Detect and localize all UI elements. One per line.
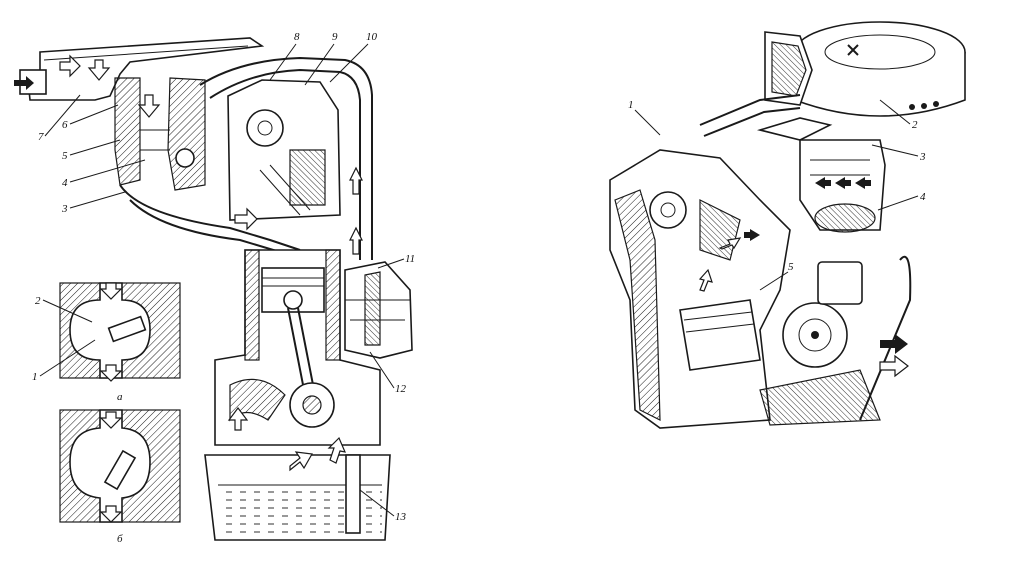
inset-label-b: б xyxy=(117,533,123,545)
label-3: 3 xyxy=(61,203,68,215)
label-8: 8 xyxy=(294,31,300,43)
dipstick-right xyxy=(859,255,912,421)
intake-arrow-icon xyxy=(14,76,34,90)
label-11: 11 xyxy=(405,253,415,265)
label-4: 4 xyxy=(62,177,68,189)
solid-arrow-icon xyxy=(880,334,908,354)
intake-manifold xyxy=(119,184,301,251)
label-r5: 5 xyxy=(788,261,794,273)
piston-right xyxy=(679,299,761,371)
label-r2: 2 xyxy=(912,119,918,131)
connecting-rod xyxy=(287,307,316,396)
right-part-labels: 1 2 3 4 5 xyxy=(628,99,926,291)
carburetor-body xyxy=(114,77,141,186)
flow-legend xyxy=(879,334,909,378)
hollow-arrow-icon xyxy=(879,354,909,378)
right-engine-section: 1 2 3 4 5 xyxy=(609,21,966,429)
label-r4: 4 xyxy=(920,191,926,203)
label-2: 2 xyxy=(35,295,41,307)
left-engine-section: 7 6 5 4 3 8 9 10 11 12 13 xyxy=(14,31,415,541)
label-5: 5 xyxy=(62,150,68,162)
throttle-inset-b: б xyxy=(59,409,181,545)
label-6: 6 xyxy=(62,119,68,131)
throttle-inset-a: 2 1 а xyxy=(32,282,181,403)
label-r3: 3 xyxy=(919,151,926,163)
label-13: 13 xyxy=(395,511,407,523)
label-r1: 1 xyxy=(628,99,634,111)
label-7: 7 xyxy=(38,131,44,143)
fuel-pump xyxy=(817,261,863,305)
dipstick-tube xyxy=(345,454,361,534)
ventilation-hose xyxy=(199,56,373,260)
label-12: 12 xyxy=(395,383,407,395)
camshaft xyxy=(246,109,284,147)
gas-flow-arrows xyxy=(59,54,363,472)
camshaft-right xyxy=(649,191,687,229)
label-10: 10 xyxy=(366,31,378,43)
left-part-labels: 7 6 5 4 3 8 9 10 11 12 13 xyxy=(38,31,415,523)
label-9: 9 xyxy=(332,31,338,43)
vent-hose-right xyxy=(699,94,801,126)
label-1: 1 xyxy=(32,371,38,383)
inset-label-a: а xyxy=(117,391,123,403)
